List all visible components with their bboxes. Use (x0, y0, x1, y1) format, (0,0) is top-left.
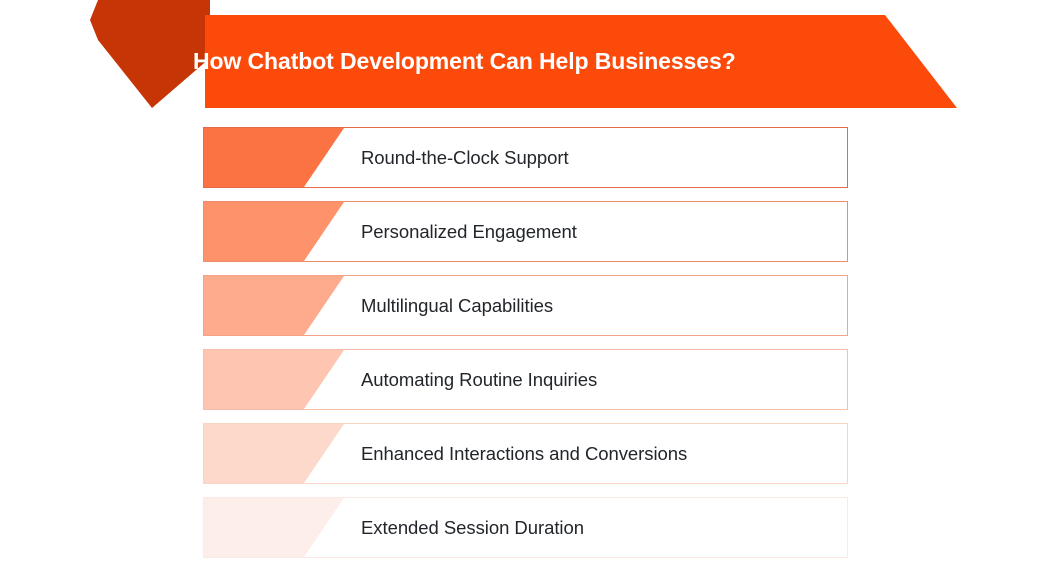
list-item-wedge (204, 498, 344, 557)
banner: How Chatbot Development Can Help Busines… (0, 0, 1051, 120)
list-item-label: Automating Routine Inquiries (361, 368, 598, 390)
list-item[interactable]: Round-the-Clock Support (203, 127, 848, 188)
list-item-label: Extended Session Duration (361, 516, 584, 538)
list-item-wedge (204, 276, 344, 335)
banner-plate (205, 15, 957, 108)
list-item-wedge (204, 202, 344, 261)
page-title: How Chatbot Development Can Help Busines… (193, 48, 736, 74)
list-item-label: Round-the-Clock Support (361, 146, 569, 168)
list-item[interactable]: Enhanced Interactions and Conversions (203, 423, 848, 484)
list-item[interactable]: Extended Session Duration (203, 497, 848, 558)
list-item[interactable]: Automating Routine Inquiries (203, 349, 848, 410)
list-item-label: Personalized Engagement (361, 220, 577, 242)
list-item[interactable]: Personalized Engagement (203, 201, 848, 262)
list-item-wedge (204, 350, 344, 409)
list-item-wedge (204, 424, 344, 483)
list-item-label: Multilingual Capabilities (361, 294, 554, 316)
list-item-wedge (204, 128, 344, 187)
list-item[interactable]: Multilingual Capabilities (203, 275, 848, 336)
banner-ribbon-fold (90, 0, 210, 108)
list-item-label: Enhanced Interactions and Conversions (361, 442, 688, 464)
